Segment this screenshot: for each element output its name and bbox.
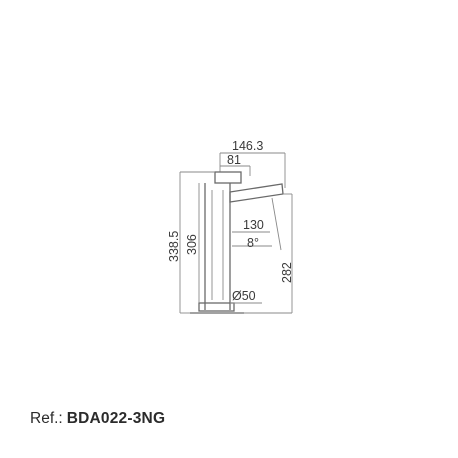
dim-spout-length: 130 xyxy=(243,218,264,232)
top-dimensions: 146.3 81 xyxy=(219,139,286,188)
diameter-dimension: Ø50 xyxy=(230,289,262,304)
dim-total-reach: 146.3 xyxy=(232,139,263,153)
spout-angle-line xyxy=(271,197,282,251)
dim-spout-height: 282 xyxy=(280,262,294,283)
faucet-cap xyxy=(214,171,242,184)
dim-overall-height: 338.5 xyxy=(167,231,181,262)
reference-label: Ref.: xyxy=(30,410,63,427)
product-reference: Ref.:BDA022-3NG xyxy=(30,410,165,428)
height-dimensions: 338.5 306 xyxy=(167,171,215,314)
faucet-spout xyxy=(229,183,284,203)
dim-diameter: Ø50 xyxy=(232,289,256,303)
faucet-base xyxy=(198,302,235,312)
dim-spout-angle: 8° xyxy=(247,236,259,250)
reference-code: BDA022-3NG xyxy=(66,410,166,427)
dim-body-height: 306 xyxy=(185,234,199,255)
dim-body-offset: 81 xyxy=(227,153,241,167)
spout-dimensions: 130 8° 282 xyxy=(232,193,294,314)
